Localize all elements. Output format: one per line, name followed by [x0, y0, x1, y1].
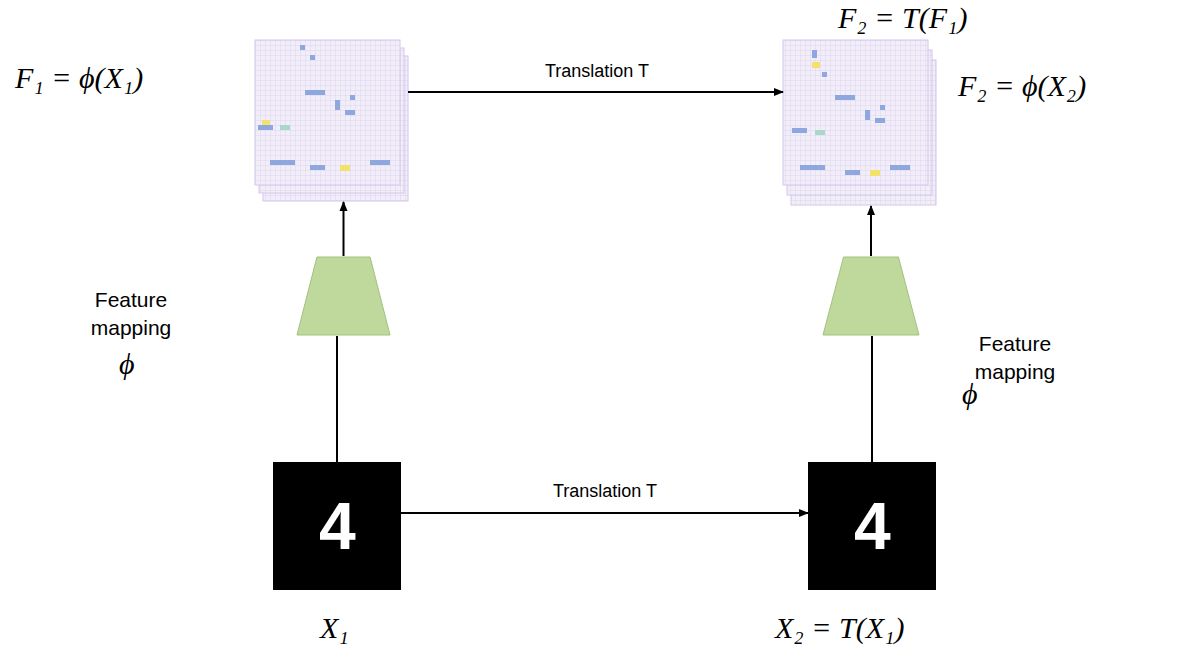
math-label: F₁ = ϕ(X₁) — [15, 60, 143, 96]
feature-stack-left — [255, 40, 408, 201]
digit-image: 4X₂ = T(X₁) — [808, 462, 936, 590]
connector-arrow — [343, 202, 345, 256]
math-label: X₂ = T(X₁) — [775, 610, 904, 646]
connector-arrow — [408, 91, 783, 93]
feature-map: F₂ = T(F₁)F₂ = ϕ(X₂) — [783, 40, 936, 206]
edge-label: Translation T — [550, 480, 660, 502]
digit-glyph: 4 — [854, 491, 891, 561]
trapezoid-shape — [296, 256, 391, 336]
phi-symbol: ϕ — [119, 346, 135, 382]
mapping-label: Feature mapping — [66, 286, 196, 342]
math-label: F₂ = ϕ(X₂) — [958, 68, 1086, 104]
trapezoid-shape — [822, 256, 920, 336]
feature-map: F₁ = ϕ(X₁) — [255, 40, 408, 202]
digit-glyph: 4 — [319, 491, 356, 561]
math-label: F₂ = T(F₁) — [838, 0, 967, 36]
math-label: X₁ — [320, 610, 349, 646]
feature-stack-right — [783, 40, 936, 205]
phi-symbol: ϕ — [962, 376, 978, 412]
encoder-trapezoid: Feature mappingϕ — [822, 256, 920, 336]
connector-arrow — [336, 336, 338, 462]
connector-arrow — [870, 206, 872, 256]
encoder-trapezoid: Feature mappingϕ — [296, 256, 391, 336]
connector-arrow — [401, 512, 808, 514]
connector-arrow — [871, 336, 873, 462]
edge-label: Translation T — [542, 60, 652, 82]
digit-image: 4X₁ — [273, 462, 401, 590]
